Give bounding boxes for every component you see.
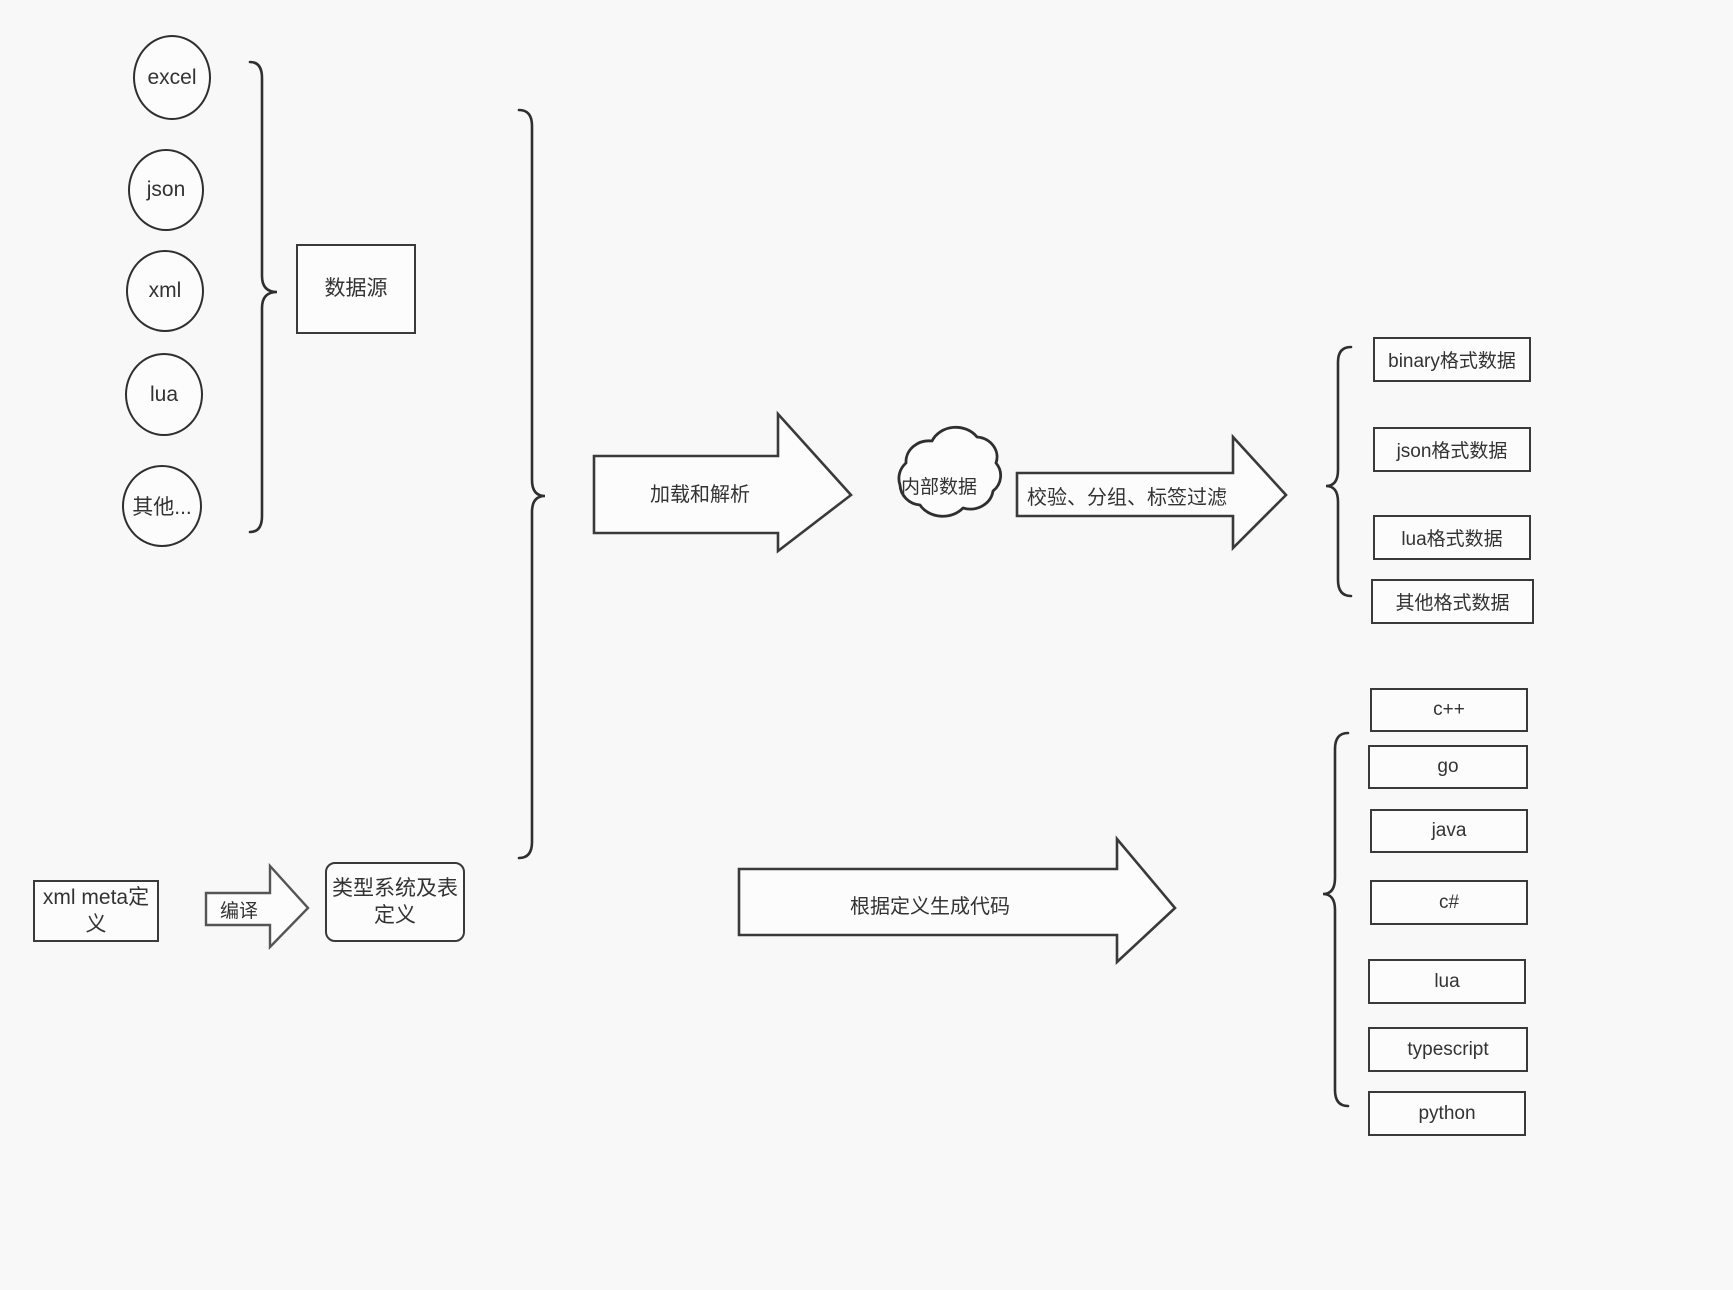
language-label: typescript [1407, 1038, 1489, 1060]
source-node-label: json [146, 178, 186, 201]
cloud-internal-data [897, 425, 1003, 518]
language-box-typescript[interactable]: typescript [1368, 1027, 1528, 1072]
language-label: c# [1438, 891, 1460, 913]
source-node-lua[interactable]: lua [125, 353, 203, 436]
language-box-cpp[interactable]: c++ [1370, 688, 1528, 732]
data-source-box[interactable]: 数据源 [296, 244, 416, 334]
brace-output-formats [1325, 345, 1353, 598]
output-format-other[interactable]: 其他格式数据 [1371, 579, 1534, 624]
output-format-binary[interactable]: binary格式数据 [1373, 337, 1531, 382]
arrow-generate-code [737, 835, 1177, 965]
source-node-label: xml [148, 279, 182, 302]
brace-languages [1322, 731, 1350, 1108]
source-node-other[interactable]: 其他... [122, 465, 202, 547]
language-box-lua[interactable]: lua [1368, 959, 1526, 1004]
xml-meta-definition-box[interactable]: xml meta定义 [33, 880, 159, 942]
source-node-label: lua [149, 382, 179, 406]
output-format-json[interactable]: json格式数据 [1373, 427, 1531, 472]
language-label: go [1437, 756, 1459, 777]
type-system-box[interactable]: 类型系统及表定义 [325, 862, 465, 942]
language-label: lua [1434, 970, 1460, 992]
source-node-xml[interactable]: xml [126, 250, 204, 332]
source-node-json[interactable]: json [128, 149, 204, 231]
language-label: python [1418, 1102, 1476, 1124]
language-box-java[interactable]: java [1370, 809, 1528, 853]
output-format-label: binary格式数据 [1388, 351, 1516, 372]
language-label: java [1431, 820, 1467, 841]
brace-inputs-main [517, 108, 546, 860]
output-format-label: lua格式数据 [1401, 529, 1503, 550]
arrow-compile [204, 862, 310, 950]
language-box-csharp[interactable]: c# [1370, 880, 1528, 925]
arrow-load-parse [592, 410, 853, 554]
output-format-label: json格式数据 [1396, 441, 1508, 462]
brace-sources [248, 60, 278, 534]
xml-meta-definition-label: xml meta定义 [42, 885, 150, 936]
source-node-excel[interactable]: excel [133, 35, 211, 120]
language-label: c++ [1433, 699, 1465, 720]
language-box-python[interactable]: python [1368, 1091, 1526, 1136]
data-source-label: 数据源 [324, 277, 388, 301]
source-node-label: excel [147, 65, 197, 89]
source-node-label: 其他... [132, 496, 192, 519]
language-box-go[interactable]: go [1368, 745, 1528, 789]
output-format-lua[interactable]: lua格式数据 [1373, 515, 1531, 560]
output-format-label: 其他格式数据 [1395, 593, 1510, 614]
type-system-label: 类型系统及表定义 [332, 876, 458, 927]
arrow-validate-group-filter [1015, 433, 1288, 552]
